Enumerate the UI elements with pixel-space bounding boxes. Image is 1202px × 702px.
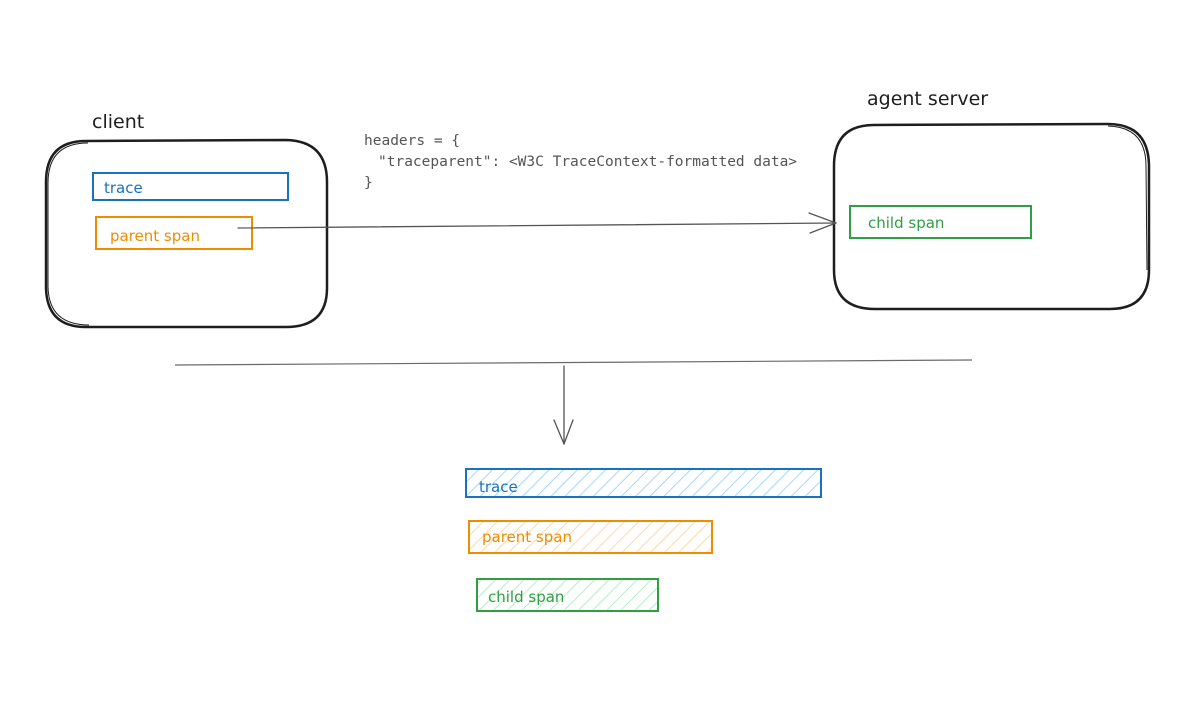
timeline-trace-bar bbox=[465, 468, 822, 498]
client-title: client bbox=[92, 111, 144, 133]
server-box-sketch-line bbox=[1107, 125, 1148, 271]
client-box-sketch-line bbox=[47, 142, 90, 326]
headers-line-1: headers = { bbox=[364, 133, 460, 149]
server-title: agent server bbox=[867, 88, 988, 110]
headers-line-3: } bbox=[364, 175, 373, 191]
client-trace-label: trace bbox=[104, 179, 143, 197]
timeline-parent-span-label: parent span bbox=[482, 528, 572, 546]
timeline-parent-span-bar bbox=[468, 520, 713, 554]
client-parent-span-box bbox=[95, 216, 253, 250]
timeline-child-span-bar bbox=[476, 578, 659, 612]
client-trace-box bbox=[92, 172, 289, 201]
server-child-span-box bbox=[849, 205, 1032, 239]
timeline: trace parent span child span bbox=[465, 468, 822, 612]
divider-line bbox=[174, 359, 973, 366]
server-box bbox=[832, 122, 1151, 311]
server-child-span-label: child span bbox=[868, 214, 944, 232]
propagation-arrow bbox=[237, 212, 837, 234]
headers-line-2: "traceparent": <W3C TraceContext-formatt… bbox=[378, 154, 797, 170]
server-group: agent server child span bbox=[832, 88, 1151, 311]
timeline-trace-label: trace bbox=[479, 478, 518, 496]
client-box bbox=[44, 138, 329, 329]
headers-block: headers = { "traceparent": <W3C TraceCon… bbox=[364, 133, 797, 191]
client-parent-span-label: parent span bbox=[110, 227, 200, 245]
client-group: client trace parent span bbox=[44, 111, 329, 329]
down-arrow bbox=[553, 365, 574, 445]
timeline-child-span-label: child span bbox=[488, 588, 564, 606]
